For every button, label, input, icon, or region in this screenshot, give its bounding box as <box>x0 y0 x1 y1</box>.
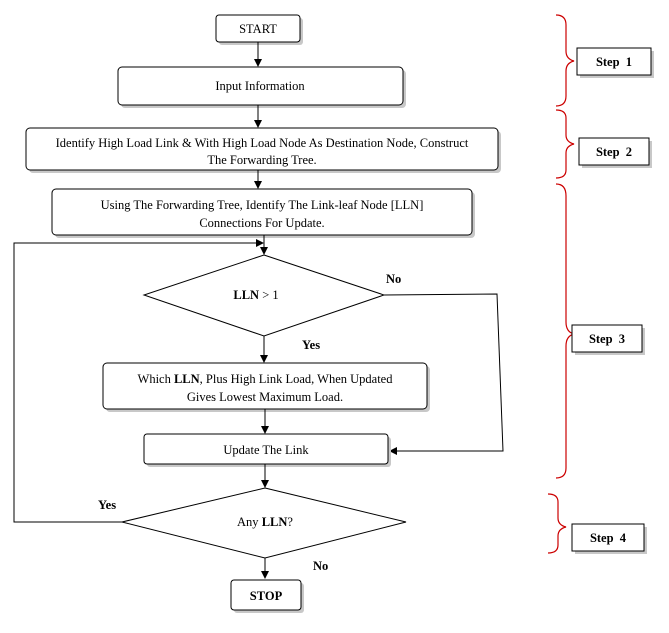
step2-brace <box>555 109 575 179</box>
input-label: Input Information <box>215 79 305 93</box>
step1-label: Step 1 <box>596 55 632 69</box>
step4-box <box>571 523 645 552</box>
decision1-no-label: No <box>386 272 401 286</box>
step3-brace <box>555 183 575 479</box>
decision1-label: LLN > 1 <box>233 288 278 302</box>
step2-label: Step 2 <box>596 145 632 159</box>
using-label-line1: Using The Forwarding Tree, Identify The … <box>101 198 424 212</box>
decision1-yes-label: Yes <box>302 338 320 352</box>
decision2-no-label: No <box>313 559 328 573</box>
update-node <box>143 433 389 465</box>
stop-node <box>230 579 302 611</box>
using-node <box>51 188 473 236</box>
step2-box <box>578 137 650 166</box>
identify-label-line1: Identify High Load Link & With High Load… <box>56 136 469 150</box>
arrow-decision2-yes-loop <box>13 239 264 523</box>
which-label-line2: Gives Lowest Maximum Load. <box>187 390 343 404</box>
start-label: START <box>239 22 277 36</box>
step3-label: Step 3 <box>589 332 625 346</box>
decision2-yes-label: Yes <box>98 498 116 512</box>
identify-label-line2: The Forwarding Tree. <box>207 153 316 167</box>
identify-node <box>25 127 499 171</box>
step1-box <box>576 47 652 76</box>
stop-label: STOP <box>250 589 283 603</box>
decision2-label: Any LLN? <box>237 515 293 529</box>
step4-brace <box>547 493 567 554</box>
step3-box <box>571 324 643 353</box>
using-label-line2: Connections For Update. <box>199 216 324 230</box>
input-node <box>117 66 404 106</box>
step1-brace <box>555 14 575 107</box>
arrow-decision1-no <box>383 293 504 455</box>
step4-label: Step 4 <box>590 531 627 545</box>
which-label-line1: Which LLN, Plus High Link Load, When Upd… <box>138 372 394 386</box>
update-label: Update The Link <box>223 443 309 457</box>
